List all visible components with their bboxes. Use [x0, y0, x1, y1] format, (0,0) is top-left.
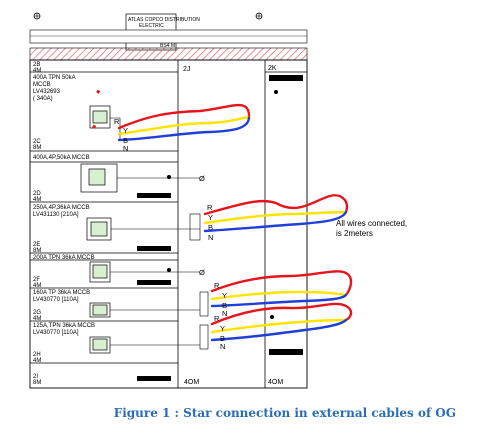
row-2e-sub: 8M	[33, 248, 41, 254]
breaker-1-line3: LV432693	[33, 89, 61, 95]
cable-2-label-n: N	[208, 233, 213, 242]
cable-3-red	[210, 270, 353, 297]
breaker-3-line1: 250A,4P,36kA MCCB	[33, 205, 90, 211]
row-2b-id: 2B	[33, 62, 40, 68]
cable-3-label-y: Y	[222, 291, 227, 300]
row-labels: 2B 4M 2C 8M 2D 4M 2E 8M 2F 4M 2G 4M 2H 4…	[33, 62, 41, 386]
breaker-2-line1: 400A,4P,50kA MCCB	[33, 155, 90, 161]
mccb-3	[86, 217, 112, 241]
breaker-5-line2: LV430770 [110A]	[33, 297, 79, 303]
cable-2-labels: R Y B N	[207, 203, 213, 242]
row-2d-id: 2D	[33, 191, 41, 197]
top-panel-band	[29, 29, 308, 44]
breaker-labels: 400A TPN 50kA MCCB LV432693 ( 340A) 400A…	[33, 75, 95, 336]
row-2i-sub: 8M	[33, 380, 41, 386]
mccb-1	[89, 105, 111, 129]
column-label-right-bottom: 4OM	[268, 379, 283, 386]
cable-2-label-y: Y	[208, 213, 213, 222]
cable-1-label-y: Y	[123, 126, 128, 135]
hatched-busbar	[29, 47, 308, 61]
breaker-5-line1: 160A TP 36kA MCCB	[33, 290, 90, 296]
cable-set-4	[210, 302, 353, 342]
panel-frame	[29, 59, 308, 389]
column-label-mid-top: 2J	[183, 66, 190, 73]
annotation-line2: is 2meters	[336, 229, 373, 238]
breaker-1-line1: 400A TPN 50kA	[33, 75, 76, 81]
figure-caption: Figure 1 : Star connection in external c…	[113, 406, 456, 420]
cable-1-blue	[117, 116, 251, 142]
breaker-6-line1: 125A,TPN 36kA MCCB	[33, 323, 95, 329]
breaker-1-line2: MCCB	[33, 82, 51, 88]
row-2g-sub: 4M	[33, 316, 41, 322]
cable-4-label-b: B	[220, 334, 225, 343]
breaker-1-line4: ( 340A)	[33, 96, 53, 102]
cable-1-label-r: R	[114, 117, 120, 126]
row-2b-sub: 4M	[33, 68, 41, 74]
cable-set-1	[117, 103, 251, 142]
cable-3-label-b: B	[222, 301, 227, 310]
cable-3-blue	[210, 293, 348, 308]
indicator-bars	[137, 75, 303, 381]
cable-1-label-n: N	[123, 144, 128, 153]
cable-1-yellow	[117, 116, 251, 136]
row-2f-id: 2F	[33, 277, 40, 283]
row-2i-id: 2I	[33, 374, 38, 380]
breaker-6-line2: LV430770 [110A]	[33, 330, 79, 336]
cable-2-label-r: R	[207, 203, 213, 212]
cable-2-label-b: B	[208, 223, 213, 232]
mccb-5	[89, 302, 111, 318]
cable-set-3	[210, 270, 353, 308]
cable-1-red	[117, 103, 251, 130]
cable-3-labels: R Y B N	[214, 281, 227, 318]
cable-4-blue	[210, 318, 348, 342]
row-2h-id: 2H	[33, 352, 41, 358]
cable-2-yellow	[203, 210, 348, 225]
cable-set-2	[203, 194, 349, 233]
breaker-3-line2: LV431130 [210A]	[33, 212, 79, 218]
cable-1-labels: R Y B N	[114, 117, 128, 153]
cable-2-red	[203, 194, 349, 216]
logo-line2: ELECTRIC	[139, 23, 164, 29]
logo-code: BS4 M	[160, 43, 175, 49]
cable-4-label-y: Y	[220, 324, 225, 333]
column-label-mid-bottom: 4OM	[184, 379, 199, 386]
screw-hole-right	[255, 12, 263, 20]
cable-4-red	[210, 302, 353, 326]
breaker-4-line1: 200A TPN 36kA MCCB	[33, 255, 95, 261]
annotation-line1: All wires connected,	[336, 219, 407, 228]
logo-line1: ATLAS COPCO DISTRIBUTION	[128, 17, 200, 23]
row-2f-sub: 4M	[33, 283, 41, 289]
neutral-symbol-2d: Ø	[199, 174, 205, 183]
bolt-dots	[167, 90, 278, 319]
cable-3-label-n: N	[222, 309, 227, 318]
mccb-2	[80, 163, 118, 193]
row-2c-sub: 8M	[33, 145, 41, 151]
mccb-symbols	[80, 105, 118, 354]
cable-2-blue	[203, 210, 348, 233]
cable-3-label-r: R	[214, 281, 220, 290]
row-2c-id: 2C	[33, 139, 41, 145]
cable-4-labels: R Y B N	[214, 314, 225, 351]
row-2e-id: 2E	[33, 242, 40, 248]
mccb-4	[89, 261, 111, 283]
row-2h-sub: 4M	[33, 358, 41, 364]
row-2d-sub: 4M	[33, 197, 41, 203]
cable-1-label-b: B	[123, 136, 128, 145]
cable-4-label-n: N	[220, 342, 225, 351]
cable-4-label-r: R	[214, 314, 220, 323]
terminal-marks	[92, 89, 101, 129]
neutral-symbol-2f: Ø	[199, 268, 205, 277]
screw-hole-left	[33, 12, 41, 20]
cable-4-yellow	[210, 318, 348, 334]
mccb-6	[89, 336, 111, 354]
row-2g-id: 2G	[33, 310, 41, 316]
column-label-right-top: 2K	[268, 65, 277, 72]
cable-3-yellow	[210, 290, 348, 301]
